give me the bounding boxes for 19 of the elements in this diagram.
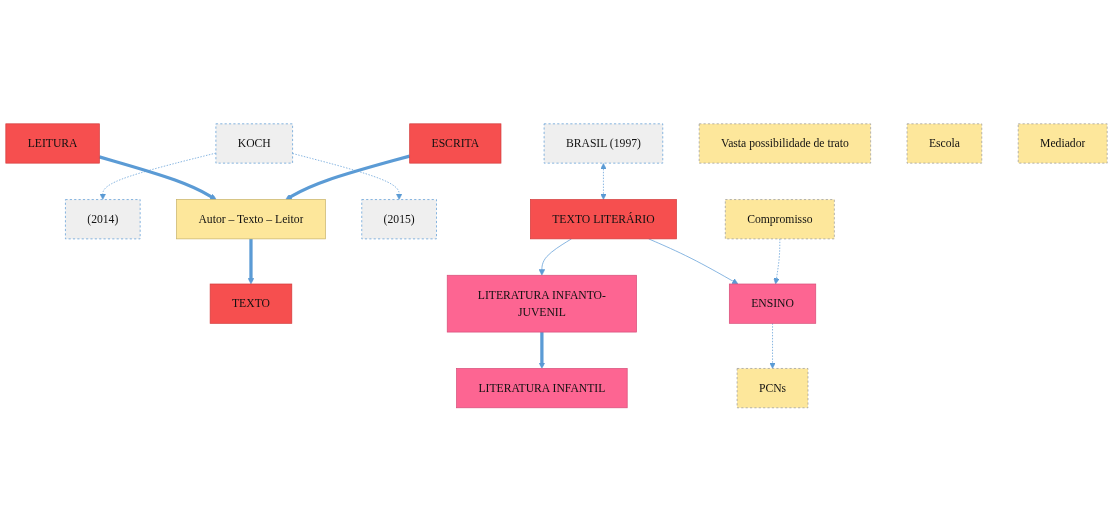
node-box: LEITURA (5, 123, 100, 164)
node-box: Compromisso (724, 198, 835, 239)
node-box: ENSINO (728, 283, 817, 324)
node-box: KOCH (215, 123, 293, 164)
node-box: (2014) (65, 198, 141, 239)
node-box: TEXTO LITERÁRIO (530, 198, 677, 239)
node-box: LITERATURA INFANTO-JUVENIL (446, 274, 637, 333)
arrow (538, 331, 546, 369)
node-box: LITERATURA INFANTIL (456, 367, 628, 408)
node-box: BRASIL (1997) (543, 123, 664, 164)
node-box: PCNs (736, 367, 809, 408)
node-box: TEXTO (209, 283, 293, 324)
node-box: Escola (906, 123, 983, 164)
node-box: Vasta possibilidade de trato (698, 123, 871, 164)
node-box: Mediador (1017, 123, 1108, 164)
arrow (247, 238, 255, 284)
node-box: (2015) (361, 198, 437, 239)
node-box: ESCRITA (409, 123, 502, 164)
node-box: Autor – Texto – Leitor (176, 198, 326, 239)
